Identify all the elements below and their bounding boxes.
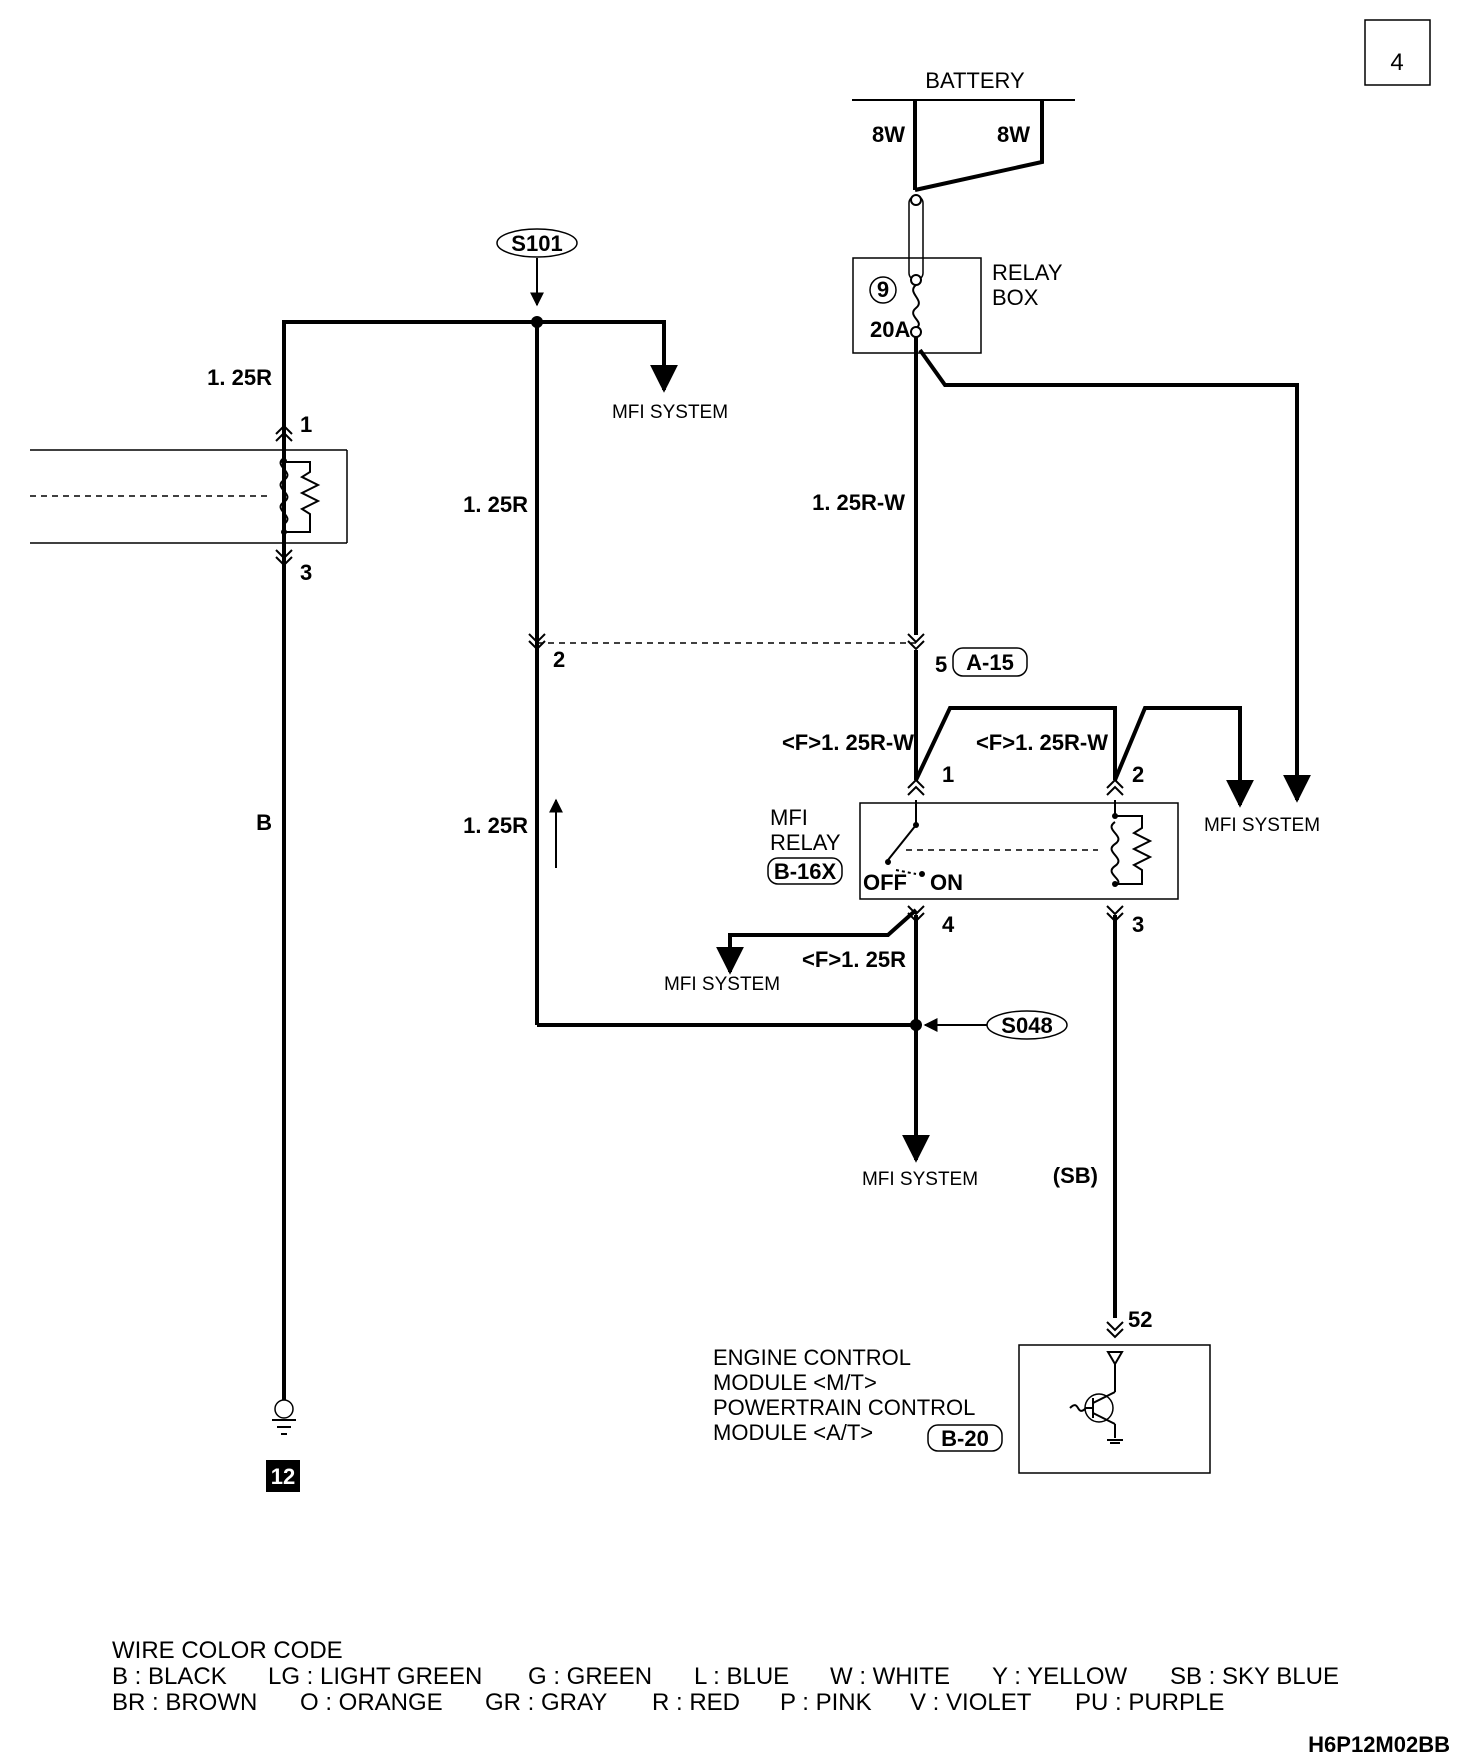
battery-wire-right: 8W (997, 122, 1030, 147)
legend-r: R : RED (652, 1689, 740, 1716)
relay-on-label: ON (930, 870, 963, 895)
wire-label-left-mid: 1. 25R (463, 492, 528, 517)
relay-box-label-1: RELAY (992, 260, 1063, 285)
splice-s048: S048 (923, 1010, 1068, 1040)
ecm-label-4: MODULE <A/T> (713, 1420, 873, 1445)
legend-y: Y : YELLOW (992, 1663, 1128, 1690)
battery: BATTERY 8W 8W (852, 68, 1075, 192)
wire-label-sb: (SB) (1053, 1163, 1098, 1188)
left-pin-3: 3 (300, 560, 312, 585)
ecm-pin-52: 52 (1128, 1307, 1152, 1332)
mfi-relay-label-1: MFI (770, 805, 808, 830)
relay-off-label: OFF (863, 870, 907, 895)
wire-relay-pin1 (914, 650, 1117, 781)
figure-code: H6P12M02BB (1308, 1732, 1450, 1757)
relay-box: 9 20A RELAY BOX (852, 257, 1063, 354)
b20-label: B-20 (941, 1426, 989, 1451)
battery-label: BATTERY (925, 68, 1025, 93)
relay-box-label-2: BOX (992, 285, 1039, 310)
a15-label: A-15 (966, 650, 1014, 675)
ecm-module (1018, 1344, 1211, 1474)
left-component: 1 3 (30, 412, 348, 585)
legend-gr: GR : GRAY (485, 1689, 607, 1716)
legend-g: G : GREEN (528, 1663, 652, 1690)
left-pin-1: 1 (300, 412, 312, 437)
wire-label-relay-pin2: <F>1. 25R-W (976, 730, 1108, 755)
wire-label-left-lower: 1. 25R (463, 813, 528, 838)
mfi-system-bottom: MFI SYSTEM (862, 1169, 978, 1190)
legend-w: W : WHITE (830, 1663, 950, 1690)
wire-color-legend: WIRE COLOR CODE B : BLACK LG : LIGHT GRE… (112, 1637, 1339, 1716)
legend-p: P : PINK (780, 1689, 872, 1716)
s048-label: S048 (1001, 1013, 1052, 1038)
mfi-system-top: MFI SYSTEM (612, 402, 728, 423)
page-number: 4 (1390, 49, 1403, 76)
wire-label-right-main: 1. 25R-W (812, 490, 905, 515)
wire-label-relay-pin4: <F>1. 25R (802, 947, 906, 972)
wire-label-left-top: 1. 25R (207, 365, 272, 390)
s101-label: S101 (511, 231, 562, 256)
fuse-rating: 20A (870, 317, 910, 342)
a15-pin-2: 2 (553, 647, 565, 672)
legend-br: BR : BROWN (112, 1689, 257, 1716)
relay-pin-4: 4 (942, 912, 955, 937)
battery-wire-left: 8W (872, 122, 905, 147)
b20-box (927, 1424, 1003, 1452)
wire-relay-pin2-mfi (1113, 706, 1242, 800)
ecm-label-1: ENGINE CONTROL (713, 1345, 911, 1370)
legend-l: L : BLUE (694, 1663, 789, 1690)
ecm-label-3: POWERTRAIN CONTROL (713, 1395, 975, 1420)
a15-pin-5: 5 (935, 652, 947, 677)
b16x-label: B-16X (774, 859, 837, 884)
splice-s101: S101 (496, 228, 578, 307)
mfi-system-right: MFI SYSTEM (1204, 815, 1320, 836)
wire-relaybox-to-mfi (918, 348, 1311, 803)
wire-label-ground: B (256, 810, 272, 835)
legend-pu: PU : PURPLE (1075, 1689, 1224, 1716)
mfi-relay: MFI RELAY B-16X OFF ON 4 3 (767, 778, 1179, 937)
legend-sb: SB : SKY BLUE (1170, 1663, 1339, 1690)
legend-lg: LG : LIGHT GREEN (268, 1663, 482, 1690)
relay-pin-2: 2 (1132, 762, 1144, 787)
fusible-link (908, 194, 924, 281)
mfi-system-mid: MFI SYSTEM (664, 974, 780, 995)
legend-o: O : ORANGE (300, 1689, 443, 1716)
ecm-label-2: MODULE <M/T> (713, 1370, 877, 1395)
mfi-relay-label-2: RELAY (770, 830, 841, 855)
relay-pin-3: 3 (1132, 912, 1144, 937)
relay-pin-1: 1 (942, 762, 954, 787)
legend-b: B : BLACK (112, 1663, 227, 1690)
wire-top-bus (282, 320, 666, 610)
legend-v: V : VIOLET (910, 1689, 1032, 1716)
connector-a15: 2 5 A-15 (528, 633, 1028, 677)
legend-title: WIRE COLOR CODE (112, 1637, 343, 1664)
ground-number: 12 (271, 1464, 295, 1489)
fuse-number: 9 (877, 277, 889, 302)
page-number-box: 4 (1364, 19, 1431, 86)
ground-symbol: 12 (266, 1399, 300, 1492)
wire-label-relay-pin1: <F>1. 25R-W (782, 730, 914, 755)
